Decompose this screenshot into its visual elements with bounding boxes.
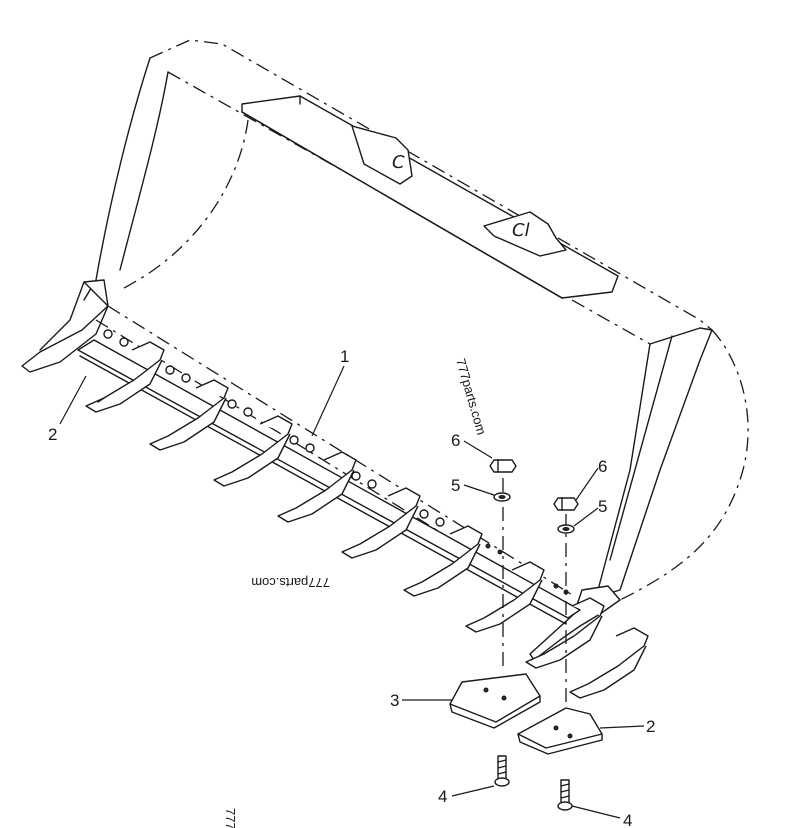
bucket-teeth — [85, 341, 649, 699]
tooth — [213, 415, 293, 487]
nut-left — [489, 459, 517, 473]
callout-2-right: 2 — [646, 717, 655, 736]
bucket-mark-c: C — [392, 152, 405, 173]
watermark-bottom: 777 — [223, 808, 238, 828]
callout-6-left: 6 — [451, 431, 460, 450]
bolt-left — [494, 755, 510, 787]
callout-5-right: 5 — [598, 497, 607, 516]
tooth — [85, 341, 165, 413]
bucket-body: C Cl — [21, 39, 749, 661]
callout-numbers: 1 2 2 3 4 4 5 5 6 6 — [48, 347, 655, 828]
exploded-hardware — [449, 459, 603, 811]
callout-2-left: 2 — [48, 425, 57, 444]
callout-3: 3 — [390, 691, 399, 710]
wear-plate-2 — [517, 707, 603, 755]
tooth — [569, 627, 649, 699]
callout-4-right: 4 — [623, 811, 632, 828]
callout-5-left: 5 — [451, 476, 460, 495]
tooth — [403, 525, 483, 597]
nut-right — [553, 497, 579, 511]
leader-lines — [59, 365, 645, 819]
tooth — [149, 379, 229, 451]
watermark-middle: 777parts.com — [251, 575, 330, 590]
callout-1: 1 — [340, 347, 349, 366]
bucket-mark-cl: Cl — [512, 220, 530, 241]
bolt-right — [557, 779, 573, 811]
tooth — [277, 451, 357, 523]
callout-6-right: 6 — [598, 457, 607, 476]
watermark-top: 777parts.com — [453, 357, 489, 437]
callout-4-left: 4 — [438, 787, 447, 806]
wear-plate-3 — [449, 673, 541, 729]
edge-bolts — [103, 329, 569, 595]
tooth — [341, 487, 421, 559]
tooth — [525, 597, 605, 669]
watermarks: 777parts.com 777parts.com 777 — [223, 357, 489, 828]
tooth — [465, 561, 545, 633]
